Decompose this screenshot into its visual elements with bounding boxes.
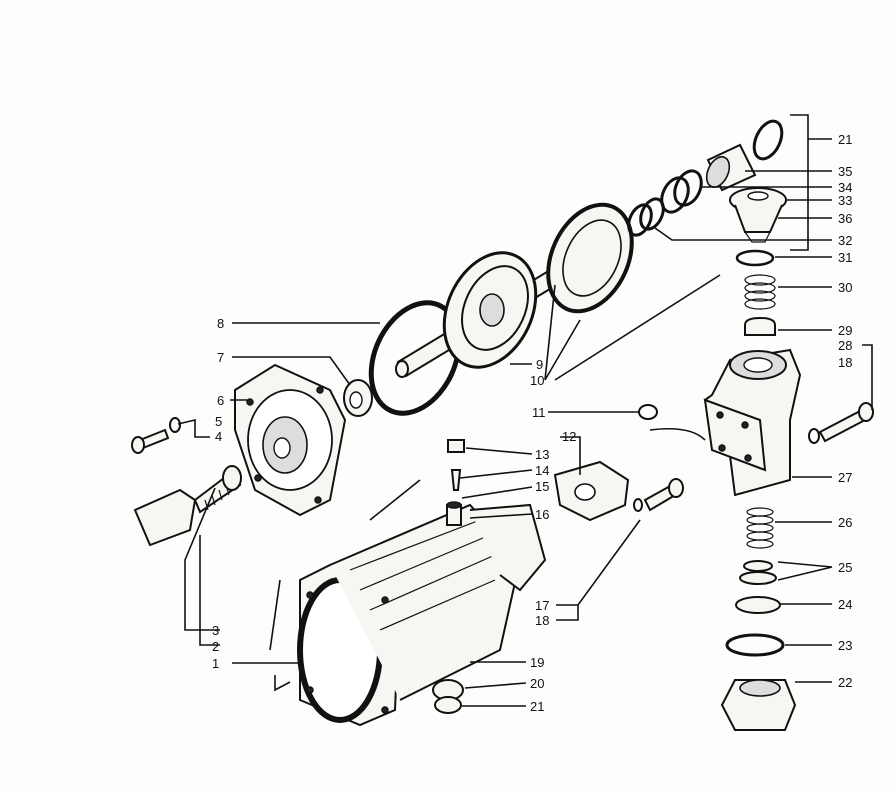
label-25: 25: [838, 560, 852, 575]
label-7: 7: [217, 350, 224, 365]
label-19: 19: [530, 655, 544, 670]
leader-lines: [177, 114, 873, 707]
label-16: 16: [535, 507, 549, 522]
label-33: 33: [838, 193, 852, 208]
label-18a: 18: [535, 613, 549, 628]
label-27: 27: [838, 470, 852, 485]
label-22: 22: [838, 675, 852, 690]
label-4: 4: [215, 429, 222, 444]
part-valve-components: [627, 119, 787, 336]
label-11: 11: [532, 405, 546, 420]
label-17: 17: [535, 598, 549, 613]
label-34: 34: [838, 180, 852, 195]
part-cover-plate: [234, 363, 373, 517]
label-32: 32: [838, 233, 852, 248]
part-housing: [297, 501, 547, 727]
label-10: 10: [530, 373, 544, 388]
label-21b: 21: [530, 699, 544, 714]
label-8: 8: [217, 316, 224, 331]
label-13: 13: [535, 447, 549, 462]
part-piston-assembly: [368, 202, 634, 416]
label-2: 2: [212, 639, 219, 654]
label-5: 5: [215, 414, 222, 429]
label-24: 24: [838, 597, 852, 612]
label-9: 9: [536, 357, 543, 372]
label-31: 31: [838, 250, 852, 265]
part-fasteners: [131, 402, 874, 714]
label-20: 20: [530, 676, 544, 691]
label-6: 6: [217, 393, 224, 408]
callout-labels: 1 2 3 4 5 6 7 8 9 10 11 12 13 14 15 16 1…: [212, 132, 852, 714]
label-36: 36: [838, 211, 852, 226]
label-23: 23: [838, 638, 852, 653]
label-3: 3: [212, 623, 219, 638]
label-1: 1: [212, 656, 219, 671]
label-29: 29: [838, 323, 852, 338]
label-14: 14: [535, 463, 549, 478]
label-12: 12: [562, 429, 576, 444]
label-26: 26: [838, 515, 852, 530]
label-28: 28: [838, 338, 852, 353]
part-valve-body: [703, 348, 802, 731]
label-21a: 21: [838, 132, 852, 147]
label-30: 30: [838, 280, 852, 295]
label-15: 15: [535, 479, 549, 494]
label-35: 35: [838, 164, 852, 179]
label-18b: 18: [838, 355, 852, 370]
